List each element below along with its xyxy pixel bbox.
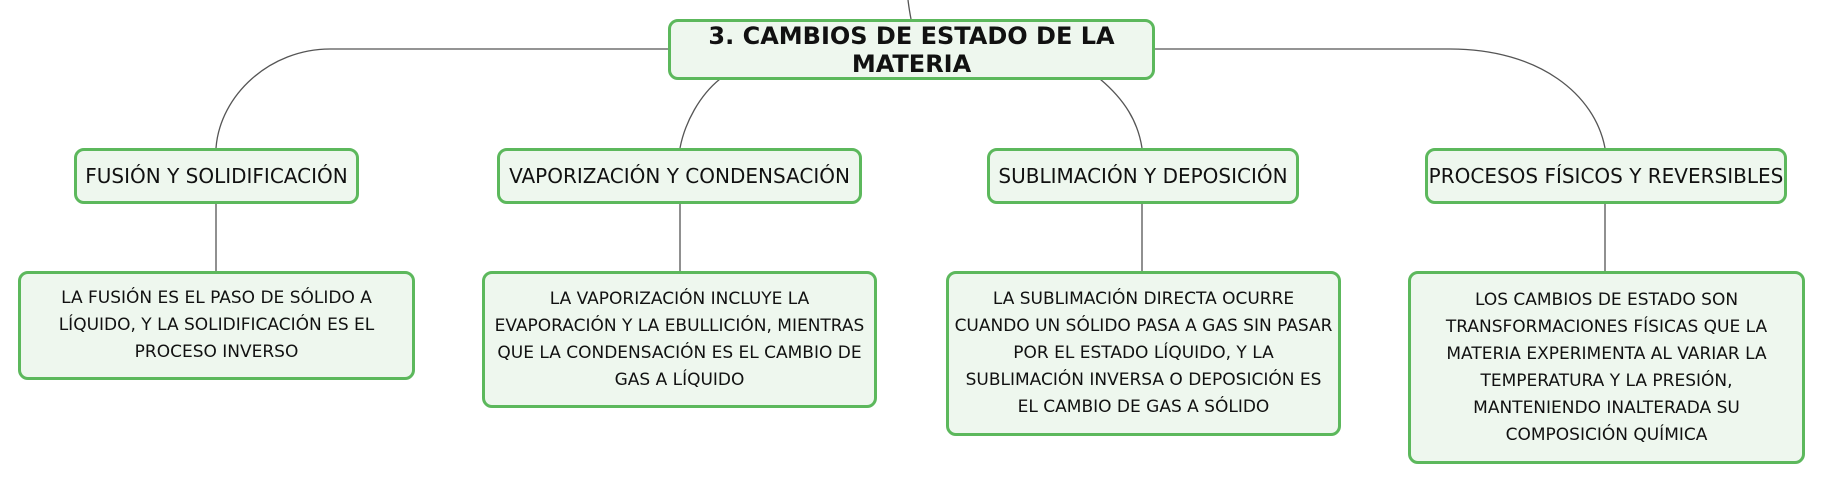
topic-sublimacion-deposicion[interactable]: SUBLIMACIÓN Y DEPOSICIÓN bbox=[987, 148, 1299, 204]
topic-label: VAPORIZACIÓN Y CONDENSACIÓN bbox=[509, 164, 850, 188]
topic-label: FUSIÓN Y SOLIDIFICACIÓN bbox=[85, 164, 348, 188]
detail-sublimacion[interactable]: LA SUBLIMACIÓN DIRECTA OCURRE CUANDO UN … bbox=[946, 271, 1341, 436]
detail-text: LA FUSIÓN ES EL PASO DE SÓLIDO A LÍQUIDO… bbox=[58, 288, 375, 362]
detail-text: LA VAPORIZACIÓN INCLUYE LA EVAPORACIÓN Y… bbox=[494, 288, 865, 390]
topic-procesos-fisicos[interactable]: PROCESOS FÍSICOS Y REVERSIBLES bbox=[1425, 148, 1787, 204]
connector-root-topic-3 bbox=[1099, 78, 1143, 149]
detail-text: LA SUBLIMACIÓN DIRECTA OCURRE CUANDO UN … bbox=[954, 289, 1333, 417]
central-topic[interactable]: 3. CAMBIOS DE ESTADO DE LA MATERIA bbox=[668, 19, 1155, 80]
detail-fusion[interactable]: LA FUSIÓN ES EL PASO DE SÓLIDO A LÍQUIDO… bbox=[18, 271, 415, 380]
topic-label: PROCESOS FÍSICOS Y REVERSIBLES bbox=[1428, 164, 1784, 188]
central-topic-label: 3. CAMBIOS DE ESTADO DE LA MATERIA bbox=[708, 21, 1115, 78]
connector-root-topic-4 bbox=[1155, 48, 1606, 149]
connector-root-topic-1 bbox=[215, 48, 668, 149]
detail-vaporizacion[interactable]: LA VAPORIZACIÓN INCLUYE LA EVAPORACIÓN Y… bbox=[482, 271, 877, 408]
detail-procesos-fisicos[interactable]: LOS CAMBIOS DE ESTADO SON TRANSFORMACION… bbox=[1408, 271, 1805, 464]
connector-root-topic-2 bbox=[679, 78, 721, 149]
detail-text: LOS CAMBIOS DE ESTADO SON TRANSFORMACION… bbox=[1445, 289, 1768, 445]
topic-fusion-solidificacion[interactable]: FUSIÓN Y SOLIDIFICACIÓN bbox=[74, 148, 359, 204]
topic-label: SUBLIMACIÓN Y DEPOSICIÓN bbox=[998, 164, 1288, 188]
connector-root-parent bbox=[907, 0, 912, 20]
topic-vaporizacion-condensacion[interactable]: VAPORIZACIÓN Y CONDENSACIÓN bbox=[497, 148, 862, 204]
